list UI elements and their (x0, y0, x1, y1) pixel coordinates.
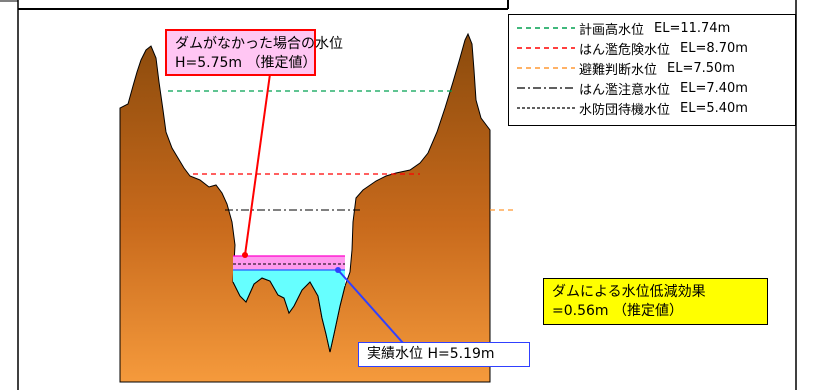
reduction-effect-callout: ダムによる水位低減効果 =0.56m （推定値） (543, 278, 768, 325)
water-without-dam-band (233, 256, 345, 270)
legend-value: EL=7.40m (680, 80, 748, 96)
actual-callout-marker (335, 267, 341, 273)
legend-value: EL=8.70m (680, 40, 748, 56)
riverbed-outline (232, 277, 346, 353)
actual-callout-leader (337, 269, 404, 344)
legend-label: はん濫危険水位 (579, 42, 671, 58)
legend-label: 避難判断水位 (579, 62, 658, 78)
dam-callout-marker (242, 252, 248, 258)
legend-label: はん濫注意水位 (579, 82, 671, 98)
legend-label: 計画高水位 (579, 22, 645, 38)
dashed-line-icon (517, 27, 575, 29)
legend-item: はん濫危険水位 EL=8.70m (517, 39, 748, 58)
dashed-line-icon (517, 67, 575, 69)
terrain-cross-section (119, 32, 491, 383)
legend-item: はん濫注意水位 EL=7.40m (517, 79, 748, 98)
actual-level-callout: 実績水位 H=5.19m (358, 342, 530, 367)
short-dashed-line-icon (517, 107, 575, 109)
without-dam-callout: ダムがなかった場合の水位 H=5.75m （推定値） (165, 29, 343, 76)
actual-level-callout-text: 実績水位 H=5.19m (367, 346, 495, 362)
without-dam-callout-title: ダムがなかった場合の水位 (175, 36, 343, 52)
without-dam-callout-value: H=5.75m （推定値） (175, 55, 317, 71)
dashed-line-icon (517, 47, 575, 49)
reduction-effect-callout-value: =0.56m （推定値） (552, 303, 683, 319)
legend-value: EL=7.50m (667, 60, 735, 76)
dam-callout-leader (244, 73, 271, 256)
legend-item: 計画高水位 EL=11.74m (517, 19, 731, 38)
dash-dot-line-icon (517, 87, 575, 89)
legend-item: 水防団待機水位 EL=5.40m (517, 99, 748, 118)
reduction-effect-callout-title: ダムによる水位低減効果 (552, 284, 706, 300)
legend-label: 水防団待機水位 (579, 102, 671, 118)
legend-value: EL=11.74m (654, 20, 731, 36)
actual-water-body (233, 270, 345, 352)
legend: 計画高水位 EL=11.74m はん濫危険水位 EL=8.70m 避難判断水位 … (508, 14, 796, 126)
legend-value: EL=5.40m (680, 100, 748, 116)
legend-item: 避難判断水位 EL=7.50m (517, 59, 735, 78)
